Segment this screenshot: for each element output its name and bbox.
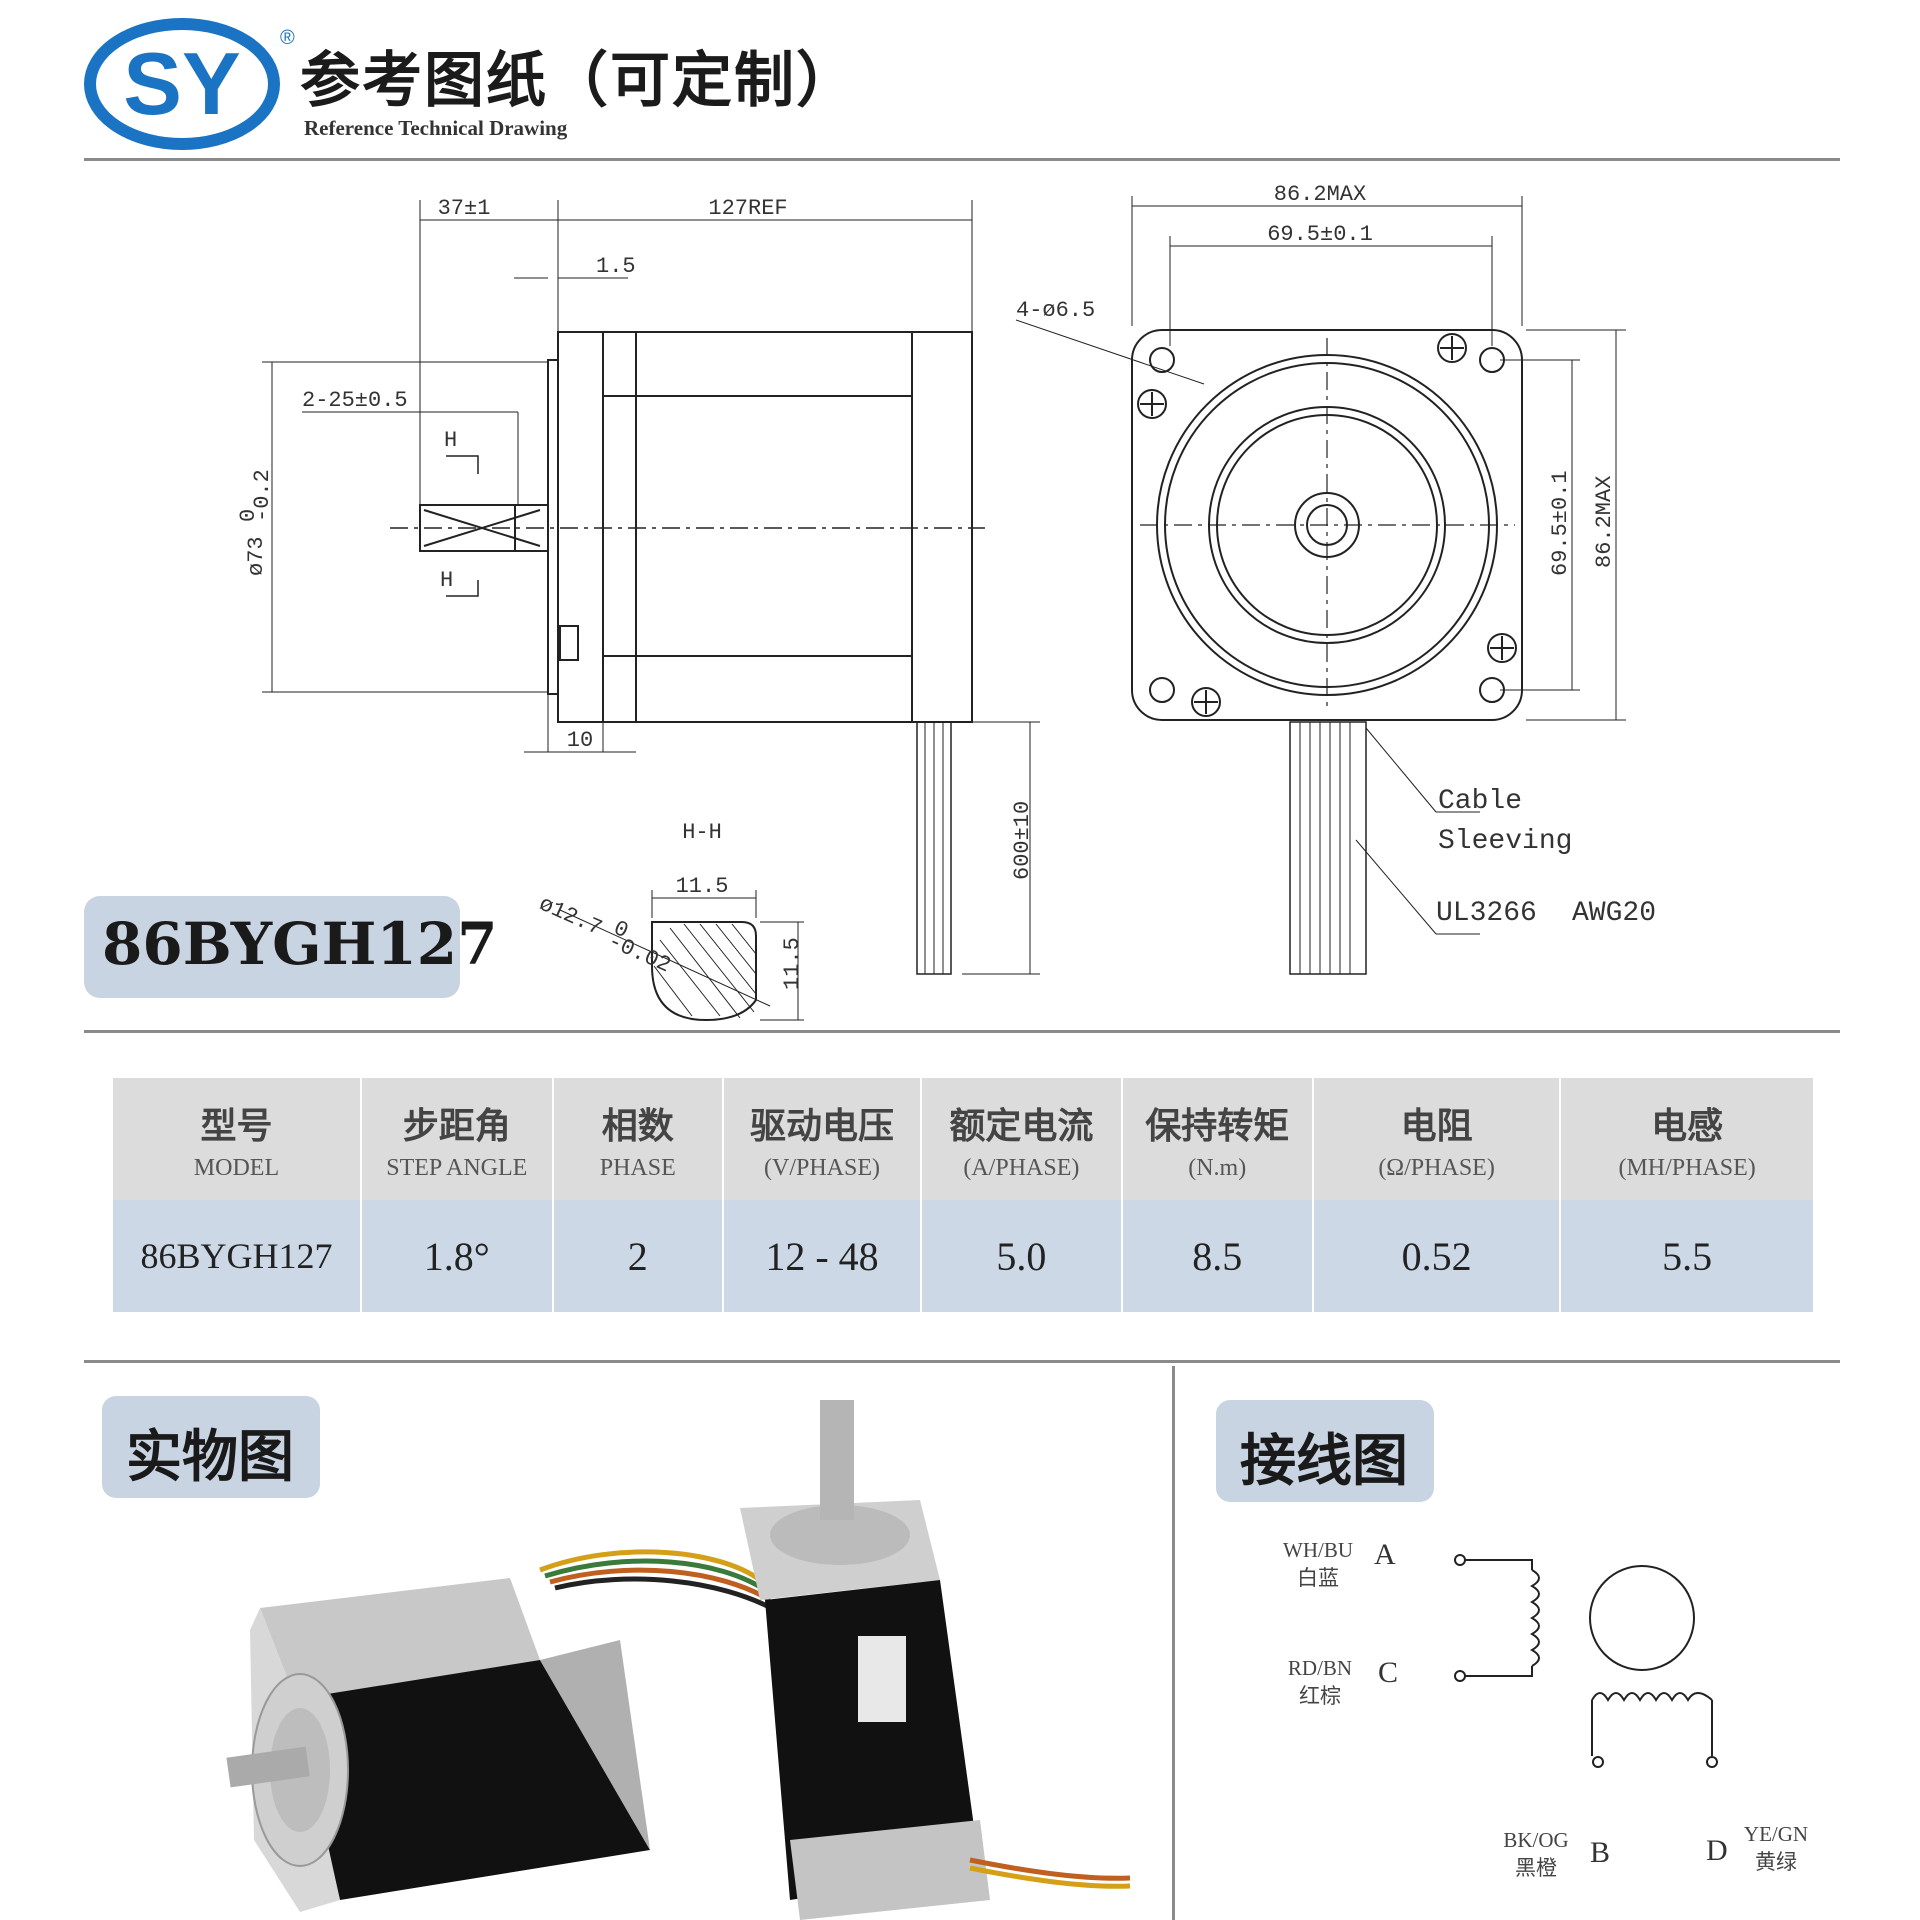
pin-c: C bbox=[1378, 1656, 1399, 1689]
table-divider bbox=[84, 1360, 1840, 1363]
header-current: 额定电流(A/PHASE) bbox=[921, 1078, 1123, 1200]
cell-current: 5.0 bbox=[921, 1200, 1123, 1312]
brand-logo: SY ® bbox=[82, 14, 302, 159]
photo-section-title: 实物图 bbox=[126, 1424, 294, 1490]
drawing-divider bbox=[84, 1030, 1840, 1033]
wire-cn-d: 黄绿 bbox=[1755, 1850, 1797, 1874]
rotor-circle bbox=[1589, 1565, 1695, 1671]
section-mark-bottom: H bbox=[440, 568, 453, 593]
photo-section-badge: 实物图 bbox=[102, 1396, 320, 1498]
dim-holes: 4-ø6.5 bbox=[1016, 298, 1095, 323]
dim-flange-offset: 10 bbox=[567, 728, 593, 753]
dim-hole-spacing-h: 69.5±0.1 bbox=[1267, 222, 1373, 247]
wire-code-c: RD/BN bbox=[1287, 1656, 1353, 1680]
dim-key-length: 2-25±0.5 bbox=[302, 388, 408, 413]
wire-code-a: WH/BU bbox=[1283, 1538, 1353, 1562]
pin-b: B bbox=[1590, 1836, 1611, 1869]
pin-a: A bbox=[1374, 1538, 1396, 1571]
pin-d: D bbox=[1706, 1834, 1728, 1867]
wire-code-d: YE/GN bbox=[1743, 1822, 1809, 1846]
page-subtitle: Reference Technical Drawing bbox=[304, 116, 568, 140]
dim-pilot-diameter: ø73 bbox=[244, 536, 269, 576]
dim-outer-height: 86.2MAX bbox=[1592, 476, 1617, 568]
header-divider bbox=[84, 158, 1840, 161]
wire-cn-b: 黑橙 bbox=[1515, 1856, 1557, 1880]
model-badge: 86BYGH127 bbox=[84, 896, 498, 998]
logo-text: SY bbox=[123, 34, 240, 133]
model-badge-text: 86BYGH127 bbox=[102, 910, 498, 978]
technical-drawing: 37±1 127REF 1.5 2-25±0.5 H H ø73 0 -0.2 … bbox=[236, 182, 1656, 1022]
dim-flat-width: 11.5 bbox=[676, 874, 729, 899]
header-resistance: 电阻(Ω/PHASE) bbox=[1312, 1078, 1562, 1200]
table-row: 86BYGH127 1.8° 2 12 - 48 5.0 8.5 0.52 5.… bbox=[113, 1200, 1815, 1312]
wire-cn-a: 白蓝 bbox=[1297, 1566, 1339, 1590]
dim-flat-height: 11.5 bbox=[780, 937, 805, 990]
wire-spec-1: UL3266 bbox=[1436, 898, 1537, 929]
cell-torque: 8.5 bbox=[1121, 1200, 1314, 1312]
cable-label-1: Cable bbox=[1438, 786, 1522, 817]
cell-voltage: 12 - 48 bbox=[722, 1200, 923, 1312]
page-title: 参考图纸（可定制） bbox=[300, 46, 858, 116]
cell-resistance: 0.52 bbox=[1312, 1200, 1562, 1312]
section-title: H-H bbox=[682, 820, 722, 845]
dim-pilot-tol-upper: 0 bbox=[236, 509, 261, 522]
wire-label-a: WH/BU 白蓝 bbox=[1276, 1536, 1360, 1592]
cell-phase: 2 bbox=[552, 1200, 724, 1312]
cell-model: 86BYGH127 bbox=[113, 1200, 362, 1312]
cable-label-2: Sleeving bbox=[1438, 826, 1572, 857]
wire-label-d: YE/GN 黄绿 bbox=[1734, 1820, 1818, 1876]
shaft-outline bbox=[419, 504, 549, 552]
dim-shaft-tol-lower: -0.02 bbox=[604, 929, 674, 979]
dim-shaft-length: 37±1 bbox=[438, 196, 491, 221]
motor-product-photo bbox=[226, 1400, 1131, 1920]
dim-outer-width: 86.2MAX bbox=[1274, 182, 1366, 207]
coil-bd bbox=[1591, 1692, 1713, 1703]
dim-hole-spacing-v: 69.5±0.1 bbox=[1548, 470, 1573, 576]
header-inductance: 电感(MH/PHASE) bbox=[1560, 1078, 1815, 1200]
registered-mark: ® bbox=[280, 27, 295, 49]
coil-ac bbox=[1529, 1569, 1540, 1667]
dim-shaft-diameter: ø12.7 bbox=[535, 892, 605, 942]
section-mark-top: H bbox=[444, 428, 457, 453]
dim-lead-length: 600±10 bbox=[1010, 801, 1035, 880]
dim-pilot-tol-lower: -0.2 bbox=[250, 469, 275, 522]
wiring-diagram bbox=[1454, 1554, 1718, 1768]
header-torque: 保持转矩(N.m) bbox=[1121, 1078, 1314, 1200]
dim-flange-thickness: 1.5 bbox=[596, 254, 636, 279]
wiring-section-badge: 接线图 bbox=[1216, 1400, 1434, 1502]
wire-label-c: RD/BN 红棕 bbox=[1278, 1654, 1362, 1710]
wire-spec-2: AWG20 bbox=[1572, 898, 1656, 929]
wire-label-b: BK/OG 黑橙 bbox=[1494, 1826, 1578, 1882]
wiring-section-title: 接线图 bbox=[1240, 1428, 1408, 1494]
cell-step-angle: 1.8° bbox=[360, 1200, 554, 1312]
cell-inductance: 5.5 bbox=[1560, 1200, 1815, 1312]
wire-cn-c: 红棕 bbox=[1299, 1684, 1341, 1708]
header-voltage: 驱动电压(V/PHASE) bbox=[722, 1078, 923, 1200]
wire-code-b: BK/OG bbox=[1503, 1828, 1569, 1852]
dim-body-length: 127REF bbox=[708, 196, 787, 221]
front-flange-outline bbox=[1131, 329, 1523, 721]
section-divider bbox=[1172, 1366, 1175, 1920]
motor-body-outline bbox=[557, 331, 973, 723]
